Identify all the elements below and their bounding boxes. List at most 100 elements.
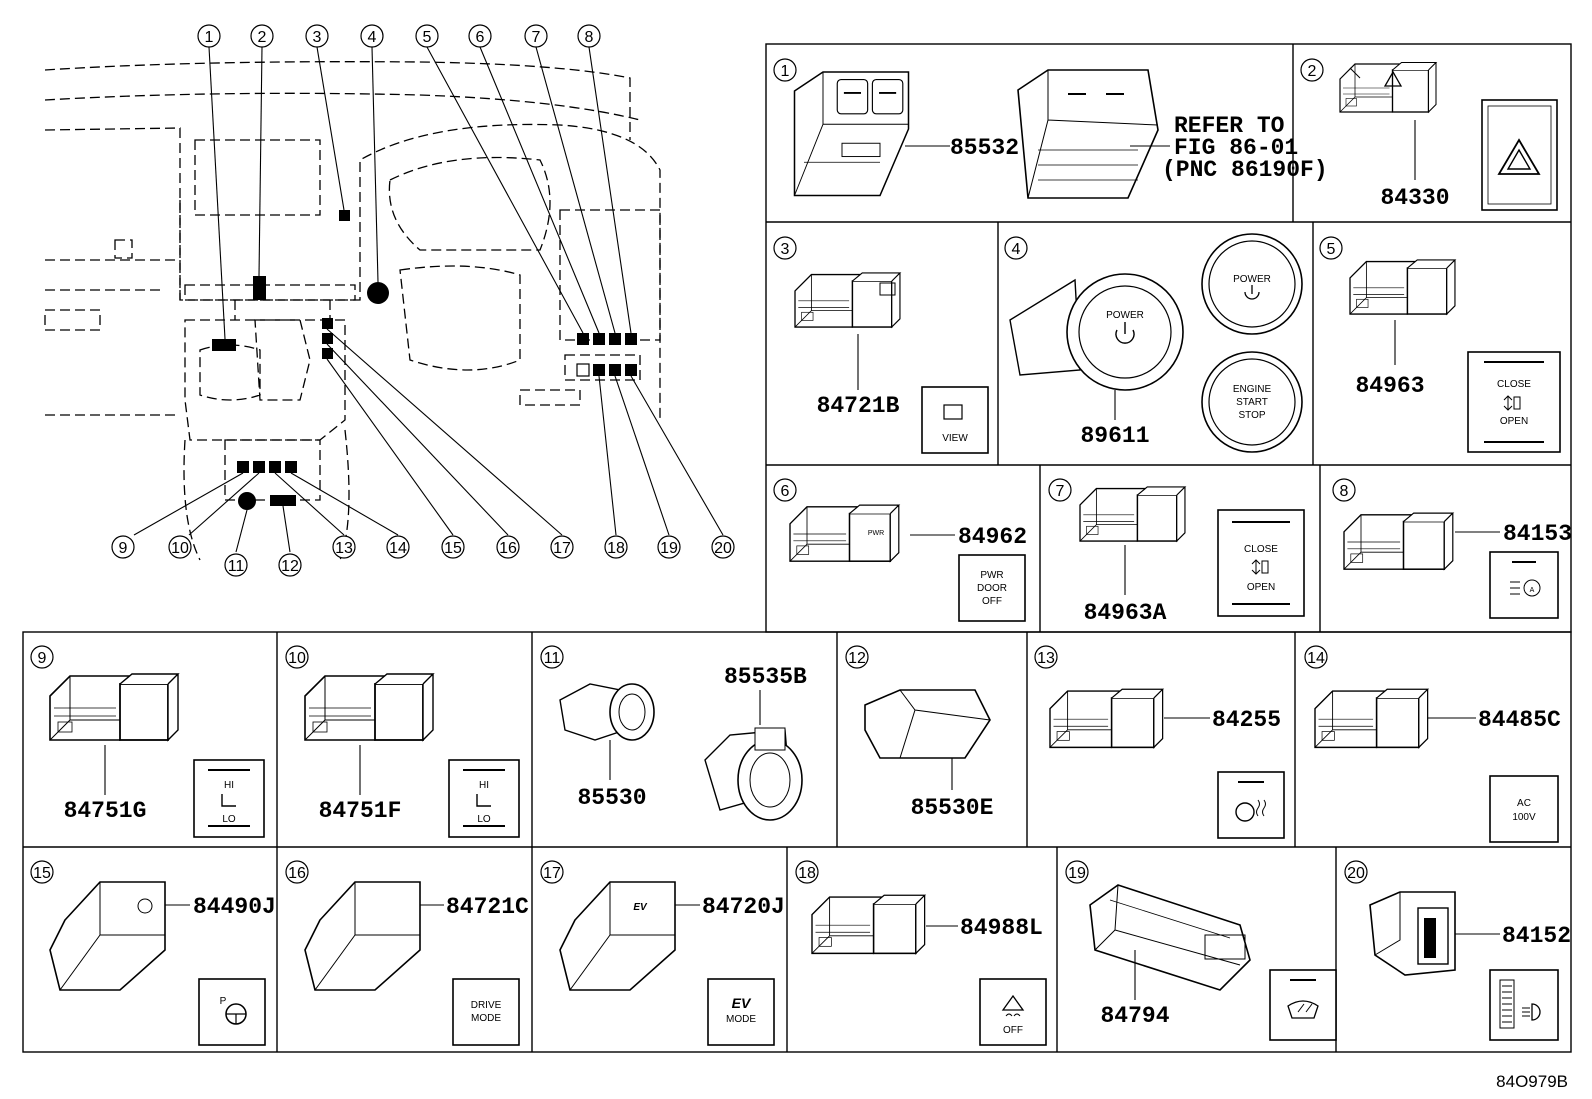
panel-1: 1 85532 REFER TO FIG 86-01 (PNC 86190F) [773,58,1328,199]
svg-text:14: 14 [1307,650,1325,667]
svg-text:AC: AC [1517,798,1531,809]
svg-text:16: 16 [288,865,306,882]
svg-text:14: 14 [389,540,407,557]
part-84751F: 84751F [319,798,402,824]
outlet-cover-drawing [864,689,991,759]
panel-13: 13 84255 [1034,645,1285,839]
svg-text:3: 3 [781,241,790,258]
svg-text:6: 6 [476,29,485,46]
callout-20: 20 [711,535,735,559]
socket-cover-drawing [704,727,803,821]
svg-text:2: 2 [1308,63,1317,80]
switch-84794-drawing [1089,884,1251,991]
svg-text:10: 10 [288,650,306,667]
svg-text:OFF: OFF [982,596,1002,607]
svg-text:STOP: STOP [1238,410,1265,421]
svg-text:CLOSE: CLOSE [1497,379,1531,390]
panel-15: 15 84490J P [30,860,276,1046]
svg-text:LO: LO [477,814,491,825]
svg-text:3: 3 [313,29,322,46]
panel-8: 8 84153 A [1332,478,1572,619]
panel-9: 9 84751G HI LO [30,645,265,838]
svg-text:POWER: POWER [1106,310,1144,321]
svg-text:100V: 100V [1512,812,1536,823]
panel-14: 14 84485C AC 100V [1304,645,1561,843]
svg-text:11: 11 [228,558,245,575]
callout-4: 4 [360,24,384,48]
svg-text:CLOSE: CLOSE [1244,544,1278,555]
dashboard-overview [44,61,661,561]
callout-8: 8 [577,24,601,48]
callout-11: 11 [224,553,248,577]
svg-text:16: 16 [499,540,517,557]
svg-text:7: 7 [1056,483,1065,500]
svg-text:HI: HI [479,780,489,791]
svg-text:18: 18 [607,540,625,557]
switch-86190f-drawing [1017,69,1159,199]
ac-100v-icon: AC 100V [1489,775,1559,843]
callout-5: 5 [415,24,439,48]
svg-text:18: 18 [798,865,816,882]
svg-text:10: 10 [171,540,189,557]
panel-6: 6 PWR 84962 PWR DOOR OFF [773,478,1027,622]
svg-text:12: 12 [281,558,299,575]
panel-3: 3 84721B VIEW [773,236,989,454]
panel-2: 2 84330 [1300,58,1558,211]
svg-text:19: 19 [1068,865,1086,882]
part-84490J: 84490J [193,894,276,920]
callout-14: 14 [386,535,410,559]
part-84330: 84330 [1380,185,1449,211]
svg-text:17: 17 [543,865,561,882]
part-84153: 84153 [1503,521,1572,547]
svg-text:DRIVE: DRIVE [471,1000,502,1011]
svg-text:EV: EV [732,995,752,1011]
part-89611: 89611 [1080,423,1149,449]
svg-text:6: 6 [781,483,790,500]
part-84721C: 84721C [446,894,529,920]
switch-84720J-drawing: EV [559,881,676,991]
view-icon: VIEW [921,386,989,454]
svg-text:1: 1 [205,29,214,46]
callout-3: 3 [305,24,329,48]
overview-leaders [133,46,724,553]
svg-text:4: 4 [1012,241,1021,258]
traction-control-off-icon: OFF [979,978,1047,1046]
part-85535B: 85535B [724,664,807,690]
hazard-icon [1481,99,1558,211]
callout-19: 19 [657,535,681,559]
svg-text:DOOR: DOOR [977,583,1007,594]
part-84485C: 84485C [1478,707,1561,733]
svg-text:OFF: OFF [1003,1025,1023,1036]
svg-text:8: 8 [585,29,594,46]
panel-17: 17 EV 84720J EV MODE [540,860,785,1046]
seat-heater-icon: HI LO [193,759,265,838]
panel-5: 5 84963 CLOSE OPEN [1319,236,1561,453]
svg-text:MODE: MODE [471,1013,501,1024]
panel-19: 19 84794 [1065,860,1337,1041]
svg-text:5: 5 [423,29,432,46]
hazard-icon [1383,70,1403,87]
callout-15: 15 [441,535,465,559]
callout-18: 18 [604,535,628,559]
part-84751G: 84751G [64,798,147,824]
svg-text:PWR: PWR [980,570,1003,581]
part-84720J: 84720J [702,894,785,920]
callout-2: 2 [250,24,274,48]
close-open-icon: CLOSE OPEN [1467,351,1561,453]
part-84988L: 84988L [960,915,1043,941]
callout-12: 12 [278,553,302,577]
power-icon [1244,285,1260,300]
svg-text:19: 19 [660,540,678,557]
svg-text:A: A [1530,587,1535,594]
power-icon [1115,322,1135,344]
svg-text:13: 13 [335,540,353,557]
panel-20: 20 84152 [1344,860,1571,1041]
engine-start-stop-face: ENGINE START STOP [1201,351,1303,453]
svg-text:OPEN: OPEN [1500,416,1528,427]
svg-text:2: 2 [258,29,267,46]
headlight-leveling-icon [1489,969,1559,1041]
switch-84721C-drawing [304,881,421,991]
switch-84152-drawing [1369,891,1456,976]
part-85530E: 85530E [911,795,994,821]
